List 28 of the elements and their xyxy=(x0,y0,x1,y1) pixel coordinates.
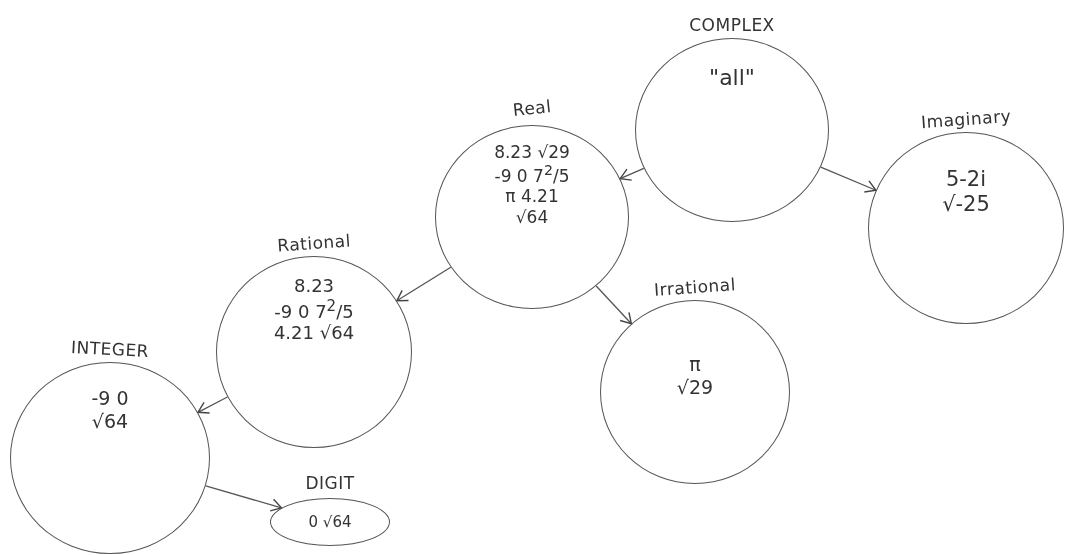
example-numbers: -9 0 7$^{2}$/5 xyxy=(274,296,354,323)
set-name: INTEGER xyxy=(70,336,150,362)
example-numbers: 0 √64 xyxy=(308,513,352,531)
example-numbers: -9 0 xyxy=(91,387,129,410)
example-numbers: 8.23 xyxy=(293,275,335,297)
set-name: Rational xyxy=(276,230,352,256)
arrow xyxy=(619,167,645,181)
example-numbers: "all" xyxy=(709,65,755,92)
example-numbers: √-25 xyxy=(942,192,990,218)
example-numbers: √29 xyxy=(676,375,714,399)
arrow xyxy=(197,396,229,414)
example-numbers: 8.23 √29 xyxy=(494,142,570,163)
example-numbers: 5-2i xyxy=(945,167,987,193)
arrow xyxy=(205,485,283,512)
example-numbers: π 4.21 xyxy=(505,186,559,207)
set-name: Irrational xyxy=(653,274,737,300)
set-name: Real xyxy=(511,96,553,120)
set-name: DIGIT xyxy=(305,473,355,493)
example-numbers: 4.21 √64 xyxy=(273,322,355,344)
set-name: Imaginary xyxy=(920,105,1012,133)
example-numbers: √64 xyxy=(515,206,549,228)
arrow xyxy=(595,285,633,325)
example-numbers: π xyxy=(689,353,701,376)
example-numbers: √64 xyxy=(91,409,129,433)
arrow xyxy=(396,266,452,302)
example-numbers: -9 0 7$^{2}$/5 xyxy=(494,162,570,187)
arrow xyxy=(820,166,877,193)
set-name: COMPLEX xyxy=(689,15,775,35)
